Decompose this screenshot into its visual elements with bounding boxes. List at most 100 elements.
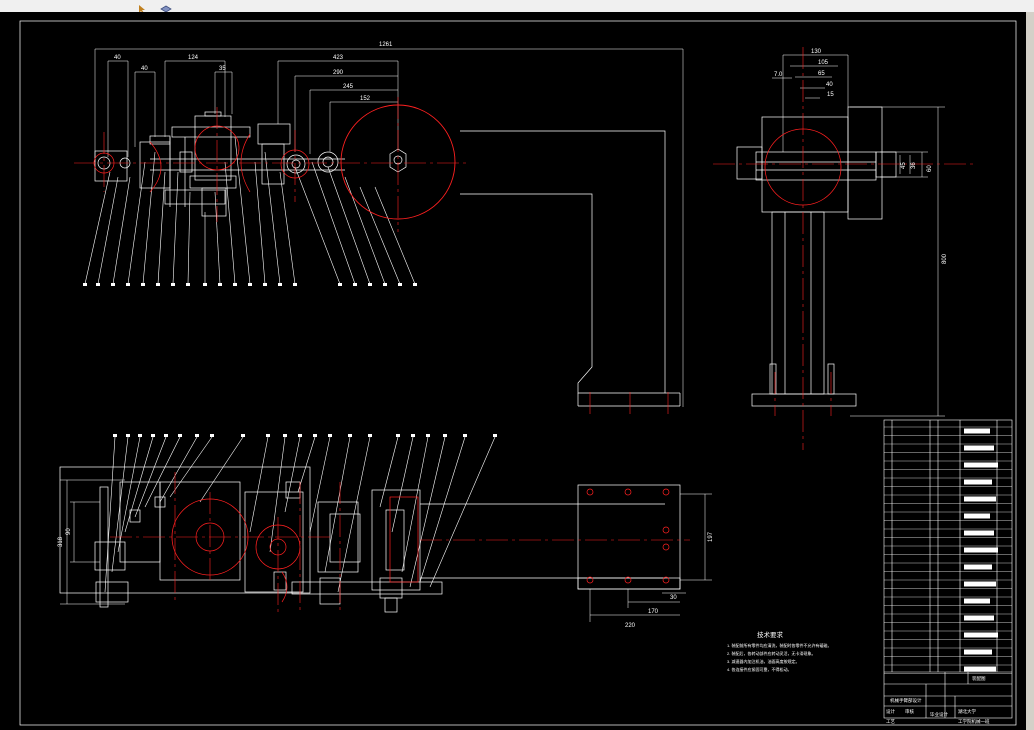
tech-line-1: 1. 装配前所有零件均应清洗，装配时各零件不允许有磕碰。: [727, 642, 831, 648]
side-dim-1: 130: [811, 49, 822, 55]
callout-mark: [266, 434, 270, 437]
side-view: [736, 106, 897, 407]
side-dim-inner2: 36: [911, 162, 917, 169]
parts-row-text-block: [964, 649, 992, 655]
callout-mark: [233, 283, 237, 286]
bottom-dim-width: 220: [625, 623, 636, 629]
side-head: [761, 116, 849, 213]
side-base: [751, 393, 857, 407]
callout-mark: [283, 434, 287, 437]
title-design: 毕业设计: [930, 711, 948, 718]
layer-icon[interactable]: [160, 0, 172, 13]
callout-mark: [83, 283, 87, 286]
bottom-dim-left-height: 318: [58, 536, 64, 547]
drawing-canvas[interactable]: 1261 40 40 124 35 423 290 245 152 130 10…: [0, 12, 1026, 730]
side-column: [771, 211, 825, 395]
parts-row-text-block: [964, 615, 994, 621]
callout-mark: [241, 434, 245, 437]
callout-mark: [368, 283, 372, 286]
callout-mark: [96, 283, 100, 286]
callout-mark: [463, 434, 467, 437]
callout-mark: [396, 434, 400, 437]
dimension-text: 1261 40 40 124 35 423 290 245 152 130 10…: [58, 42, 948, 629]
callout-mark: [178, 434, 182, 437]
dim-overall: 1261: [379, 42, 393, 48]
callout-mark: [313, 434, 317, 437]
parts-row-text-block: [964, 632, 998, 638]
callout-mark: [293, 283, 297, 286]
callout-mark: [298, 434, 302, 437]
callout-mark: [278, 283, 282, 286]
callout-mark: [426, 434, 430, 437]
dimension-lines: [60, 48, 945, 622]
front-leaders: [84, 136, 416, 285]
callout-mark: [493, 434, 497, 437]
top-base-plate: [59, 466, 311, 594]
bottom-dim-small: 30: [670, 595, 677, 601]
dim-1: 40: [114, 55, 121, 61]
dim-4: 35: [219, 66, 226, 72]
callout-mark: [353, 283, 357, 286]
pointer-icon[interactable]: [136, 0, 148, 14]
parts-row-text-block: [964, 530, 994, 536]
side-dim-2: 105: [818, 60, 829, 66]
callout-mark: [151, 434, 155, 437]
callout-mark: [195, 434, 199, 437]
callout-mark: [248, 283, 252, 286]
dim-2: 40: [141, 66, 148, 72]
title-row-a: 设计: [886, 708, 895, 715]
side-dim-inner1: 45: [901, 162, 907, 169]
callout-mark: [164, 434, 168, 437]
title-class: 工学院机械一班: [958, 718, 990, 725]
callout-mark: [411, 434, 415, 437]
arm-body: [460, 130, 666, 394]
dim-3: 124: [188, 55, 199, 61]
callout-mark: [126, 434, 130, 437]
tech-line-2: 2. 装配后，各转动部件应转动灵活，无卡滞现象。: [727, 650, 815, 656]
callout-mark: [141, 283, 145, 286]
dim-7: 245: [343, 84, 354, 90]
center-geometry: [74, 47, 975, 612]
parts-row-text-block: [964, 513, 990, 519]
callout-mark: [126, 283, 130, 286]
parts-row-text-block: [964, 547, 998, 553]
parts-row-text-block: [964, 666, 996, 672]
side-dim-left: 7.0: [774, 72, 783, 78]
tech-line-3: 3. 减速器内加注机油，油面高度按规定。: [727, 658, 799, 664]
dim-6: 290: [333, 70, 344, 76]
bottom-dim-left-inner: 90: [66, 528, 72, 535]
callout-mark: [203, 283, 207, 286]
dim-5: 423: [333, 55, 344, 61]
side-dim-height: 800: [942, 253, 948, 264]
tech-title: 技术要求: [757, 630, 784, 639]
callout-mark: [113, 434, 117, 437]
side-dim-4: 40: [826, 82, 833, 88]
callout-mark: [383, 283, 387, 286]
vertical-scrollbar[interactable]: [1026, 12, 1034, 730]
callout-mark: [263, 283, 267, 286]
parts-row-text-block: [964, 462, 998, 468]
wrist-block: [94, 150, 128, 182]
callout-mark: [171, 283, 175, 286]
callout-mark: [156, 283, 160, 286]
callout-mark: [328, 434, 332, 437]
callout-mark: [338, 283, 342, 286]
callout-mark: [186, 283, 190, 286]
callout-mark: [348, 434, 352, 437]
dim-8: 152: [360, 96, 371, 102]
sheet-frame: [19, 20, 1017, 726]
side-dim-5: 15: [827, 92, 834, 98]
parts-list-rows: [884, 426, 1012, 674]
parts-row-text-block: [964, 496, 996, 502]
title-name1: 机械手臂部设计: [890, 697, 922, 704]
bottom-dim-width2: 170: [648, 609, 659, 615]
top-flange: [577, 484, 681, 590]
title-row-c: 工艺: [886, 719, 895, 724]
tech-requirements: 技术要求 1. 装配前所有零件均应清洗，装配时各零件不允许有磕碰。 2. 装配后…: [727, 630, 831, 672]
front-view: [94, 111, 681, 407]
engineering-drawing: 1261 40 40 124 35 423 290 245 152 130 10…: [19, 20, 1017, 726]
callout-mark: [138, 434, 142, 437]
title-row-b: 审核: [905, 708, 914, 715]
parts-row-text-block: [964, 428, 990, 434]
callout-mark: [218, 283, 222, 286]
